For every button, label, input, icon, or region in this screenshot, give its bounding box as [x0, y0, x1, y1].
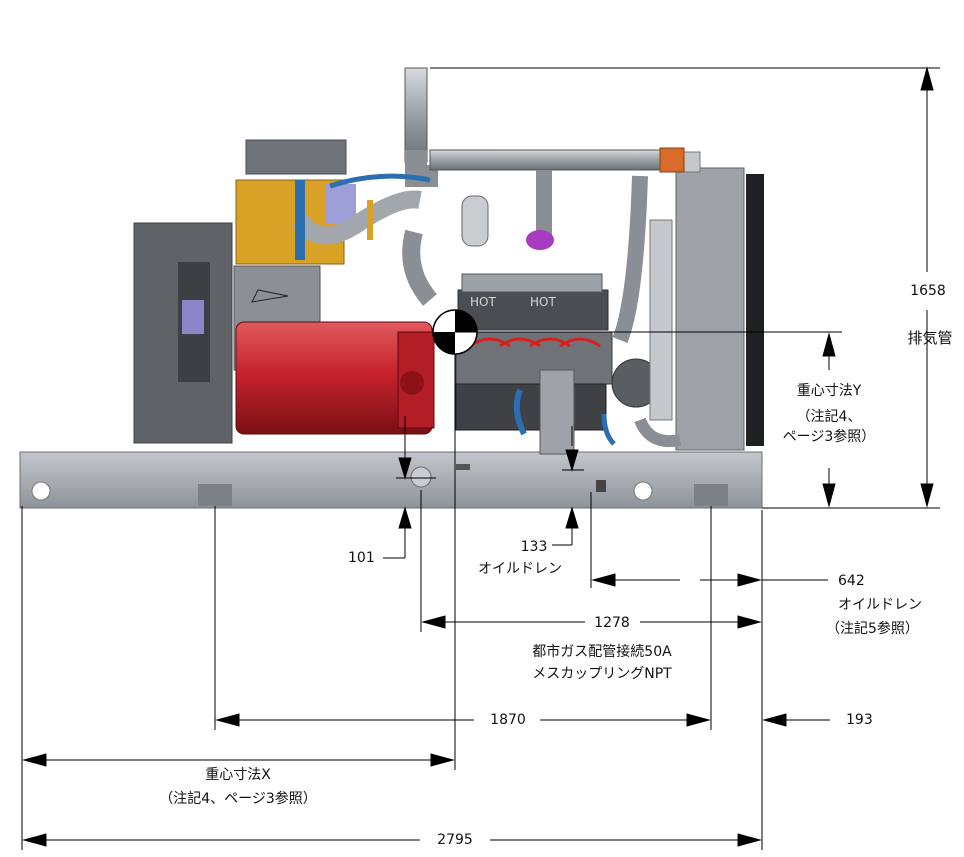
arrow-cg-x-right [430, 753, 455, 767]
hot-label-2: HOT [530, 295, 556, 309]
arrow-642-right [737, 573, 762, 587]
base-frame [19, 451, 763, 509]
arrow-cg-x-left [22, 753, 47, 767]
air-cleaner [235, 139, 356, 265]
oil-drain-label-b: オイルドレン [838, 597, 922, 613]
cg-y-note-1: （注記4、 [796, 409, 862, 425]
dim-193-label: 193 [846, 712, 873, 728]
arrow-1870-right [686, 713, 711, 727]
cg-x-note: （注記4、ページ3参照） [159, 791, 317, 807]
dim-642-label: 642 [838, 573, 865, 589]
dim-1658-label: 1658 [910, 283, 946, 299]
arrow-cg-y-bottom [822, 483, 836, 508]
dim-133-label: 133 [520, 539, 548, 555]
arrow-1870-left [215, 713, 240, 727]
exhaust-label: 排気管 [907, 329, 953, 347]
oil-drain-note: （注記5参照） [826, 621, 919, 637]
control-panel [133, 222, 233, 444]
dim-1870-label: 1870 [490, 712, 526, 728]
dim-1278-label: 1278 [594, 615, 630, 631]
arrow-101-bottom [398, 506, 412, 529]
intake-piping [292, 173, 489, 306]
gas-connection-line1: 都市ガス配管接続50A [532, 644, 672, 660]
cg-x-title: 重心寸法X [205, 767, 271, 783]
arrow-1278-right [737, 615, 762, 629]
arrow-2795-right [737, 833, 762, 847]
arrow-133-top [565, 449, 579, 472]
arrow-101-top [398, 457, 412, 480]
cg-y-note-2: ページ3参照） [782, 429, 876, 445]
hot-label: HOT [470, 295, 496, 309]
arrow-1658-top [920, 66, 934, 91]
arrow-642-left [591, 573, 616, 587]
dim-2795-label: 2795 [437, 832, 473, 848]
arrow-193 [762, 713, 787, 727]
arrow-2795-left [22, 833, 47, 847]
alternator [235, 321, 435, 435]
fan-assembly [611, 219, 673, 421]
oil-drain-label-a: オイルドレン [478, 561, 562, 577]
arrow-133-bottom [565, 506, 579, 529]
radiator [675, 151, 764, 451]
dim-101-label: 101 [348, 550, 375, 566]
arrow-cg-y-top [822, 332, 836, 357]
cg-y-title: 重心寸法Y [796, 383, 862, 399]
gas-connection-line2: メスカップリングNPT [532, 666, 672, 682]
arrow-1658-bottom [920, 483, 934, 508]
engine-block: HOT HOT [455, 273, 616, 455]
arrow-1278-left [421, 615, 446, 629]
